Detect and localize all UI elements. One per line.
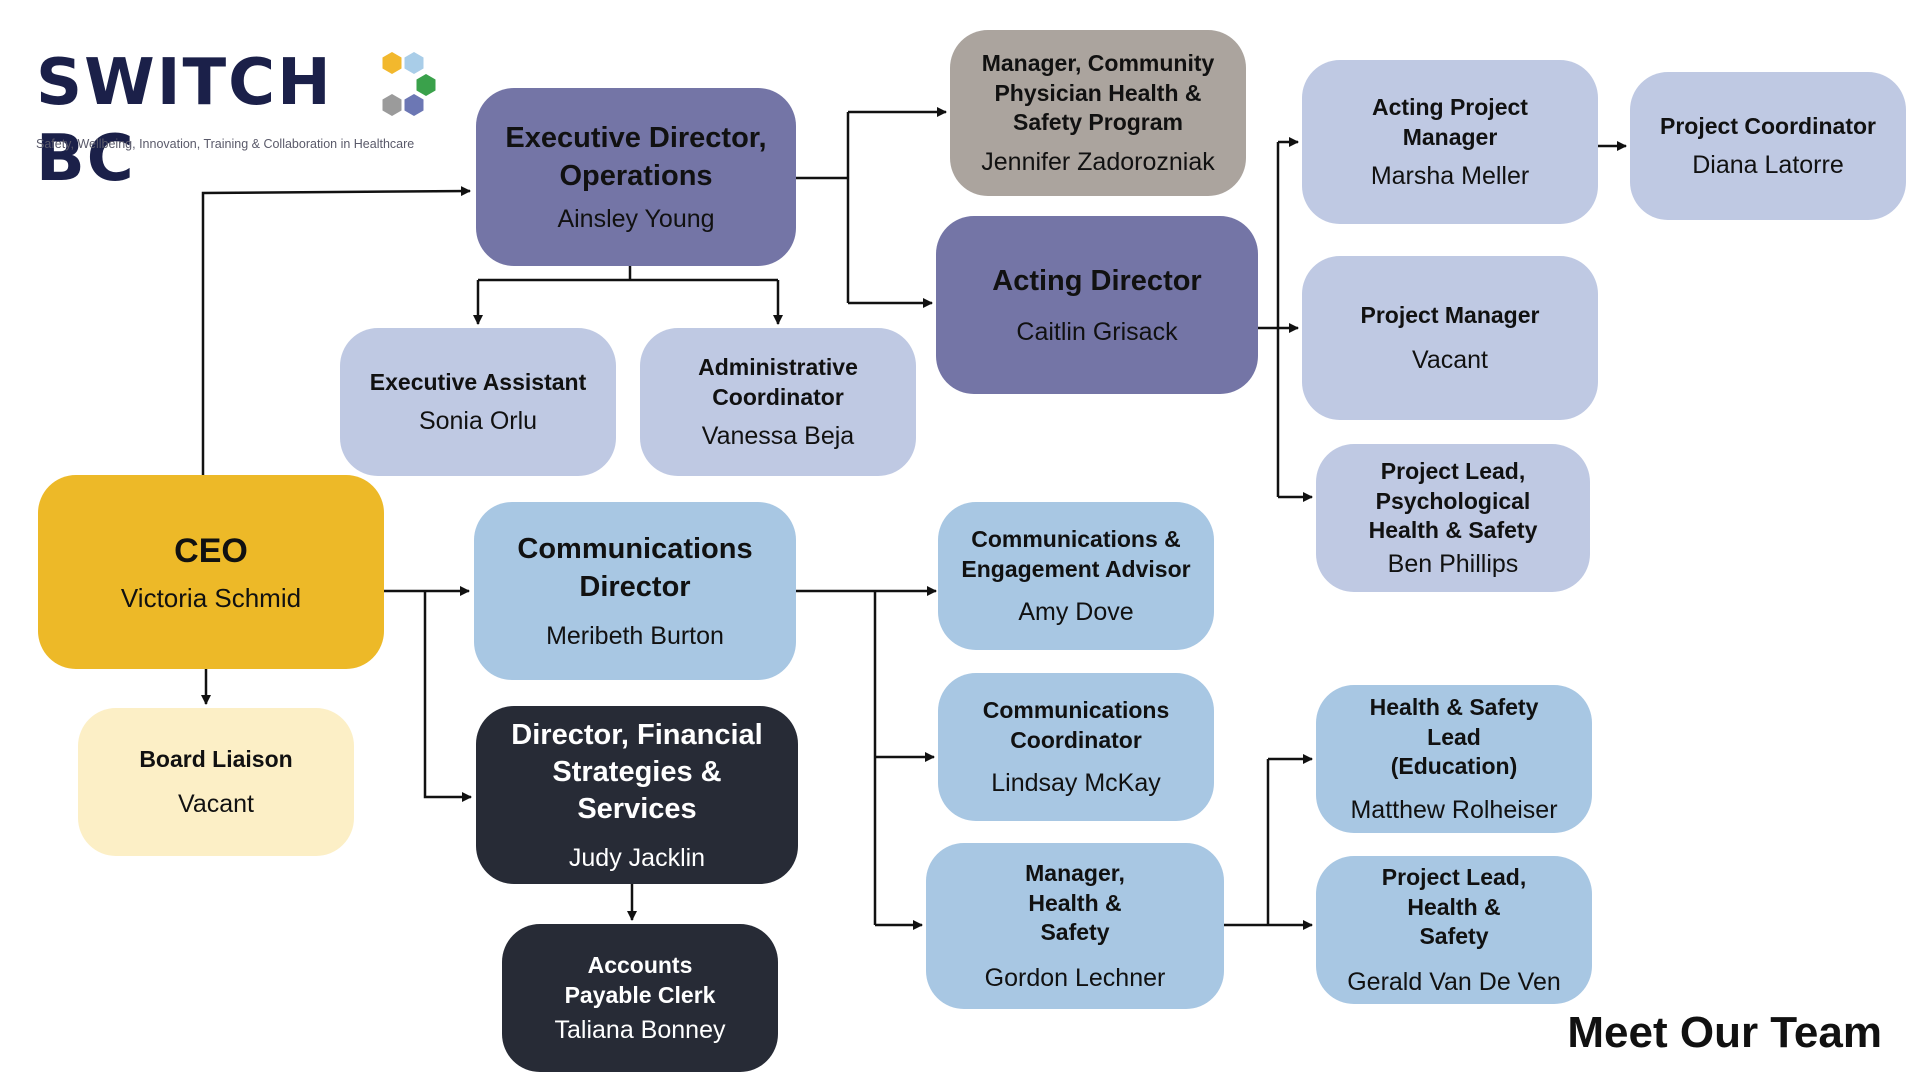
node-title: Communications & Engagement Advisor xyxy=(961,526,1191,582)
node-person: Meribeth Burton xyxy=(546,621,724,650)
node-title: Communications Director xyxy=(517,533,753,603)
logo-hexagon xyxy=(404,94,424,116)
node-title: Project Coordinator xyxy=(1660,112,1876,139)
node-title: Board Liaison xyxy=(139,745,293,772)
node-person: Lindsay McKay xyxy=(991,768,1161,797)
node-title: Project Lead, Health & Safety xyxy=(1381,864,1527,950)
node-manager-health-safety: Manager, Health & Safety Gordon Lechner xyxy=(926,843,1224,1009)
node-ceo: CEO Victoria Schmid xyxy=(38,475,384,669)
node-title: CEO xyxy=(174,531,248,570)
node-communications-engagement-advisor: Communications & Engagement Advisor Amy … xyxy=(938,502,1214,650)
logo-tagline: Safety, Wellbeing, Innovation, Training … xyxy=(36,137,415,151)
node-title: Acting Project Manager xyxy=(1372,94,1528,150)
node-person: Vacant xyxy=(1412,346,1488,375)
node-title: Administrative Coordinator xyxy=(698,354,858,410)
node-title: Executive Assistant xyxy=(369,368,587,395)
node-administrative-coordinator: Administrative Coordinator Vanessa Beja xyxy=(640,328,916,476)
node-person: Ainsley Young xyxy=(557,204,715,233)
node-title: Communications Coordinator xyxy=(982,697,1170,753)
node-person: Gerald Van De Ven xyxy=(1347,967,1561,996)
node-person: Marsha Meller xyxy=(1370,161,1530,190)
node-title: Project Manager xyxy=(1360,301,1540,328)
node-title: Acting Director xyxy=(992,264,1202,297)
node-person: Sonia Orlu xyxy=(418,407,538,436)
node-title: Health & Safety Lead (Education) xyxy=(1369,694,1539,780)
node-person: Amy Dove xyxy=(1018,597,1134,626)
node-person: Taliana Bonney xyxy=(554,1015,726,1044)
node-person: Gordon Lechner xyxy=(984,963,1166,992)
logo-hexagon xyxy=(416,74,436,96)
node-person: Vanessa Beja xyxy=(701,421,855,450)
node-title: Manager, Community Physician Health & Sa… xyxy=(981,50,1215,136)
node-manager-community-physician: Manager, Community Physician Health & Sa… xyxy=(950,30,1246,196)
switch-bc-logo: SWITCH BC Safety, Wellbeing, Innovation,… xyxy=(36,45,456,196)
logo-wordmark: SWITCH BC xyxy=(36,46,333,196)
node-person: Vacant xyxy=(178,790,254,819)
node-board-liaison: Board Liaison Vacant xyxy=(78,708,354,856)
node-person: Ben Phillips xyxy=(1387,549,1519,578)
node-executive-assistant: Executive Assistant Sonia Orlu xyxy=(340,328,616,476)
logo-hexagon-cluster-icon xyxy=(382,52,436,116)
node-acting-project-manager: Acting Project Manager Marsha Meller xyxy=(1302,60,1598,224)
node-title: Accounts Payable Clerk xyxy=(564,952,716,1008)
node-executive-director-operations: Executive Director, Operations Ainsley Y… xyxy=(476,88,796,266)
node-communications-coordinator: Communications Coordinator Lindsay McKay xyxy=(938,673,1214,821)
node-person: Jennifer Zadorozniak xyxy=(981,147,1215,176)
node-accounts-payable-clerk: Accounts Payable Clerk Taliana Bonney xyxy=(502,924,778,1072)
node-person: Caitlin Grisack xyxy=(1016,318,1178,347)
node-project-lead-health-safety: Project Lead, Health & Safety Gerald Van… xyxy=(1316,856,1592,1004)
node-person: Matthew Rolheiser xyxy=(1350,795,1558,824)
node-project-coordinator: Project Coordinator Diana Latorre xyxy=(1630,72,1906,220)
node-title: Manager, Health & Safety xyxy=(1025,860,1125,946)
node-person: Victoria Schmid xyxy=(120,583,302,614)
logo-hexagon xyxy=(382,52,402,74)
node-title: Director, Financial Strategies & Service… xyxy=(511,718,763,826)
node-communications-director: Communications Director Meribeth Burton xyxy=(474,502,796,680)
logo-hexagon xyxy=(404,52,424,74)
meet-our-team-heading: Meet Our Team xyxy=(1567,1008,1882,1057)
node-acting-director: Acting Director Caitlin Grisack xyxy=(936,216,1258,394)
node-project-manager: Project Manager Vacant xyxy=(1302,256,1598,420)
connector-line xyxy=(423,591,472,802)
connector-line xyxy=(201,186,471,475)
node-health-safety-lead-education: Health & Safety Lead (Education) Matthew… xyxy=(1316,685,1592,833)
node-person: Judy Jacklin xyxy=(568,844,706,873)
node-project-lead-psychological: Project Lead, Psychological Health & Saf… xyxy=(1316,444,1590,592)
logo-hexagon xyxy=(382,94,402,116)
node-person: Diana Latorre xyxy=(1692,151,1844,180)
node-title: Project Lead, Psychological Health & Saf… xyxy=(1368,458,1538,544)
node-title: Executive Director, Operations xyxy=(505,122,767,192)
node-director-financial-strategies: Director, Financial Strategies & Service… xyxy=(476,706,798,884)
